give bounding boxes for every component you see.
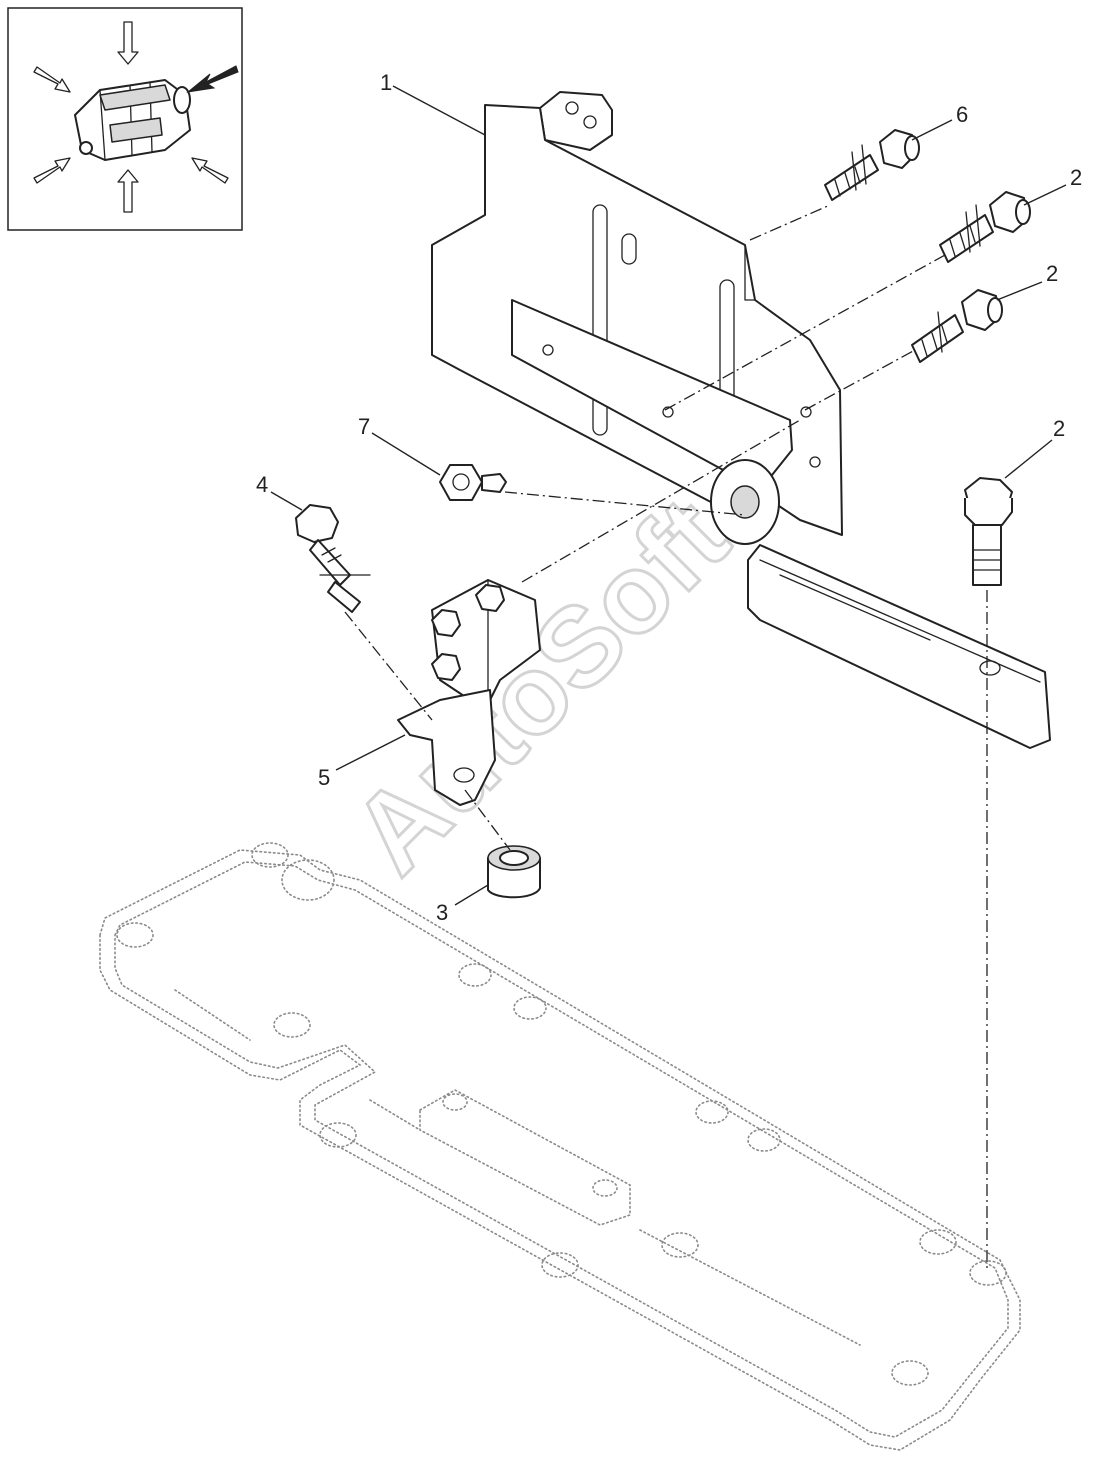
alignment-lines bbox=[344, 204, 988, 1270]
inset-detail bbox=[7, 7, 243, 231]
callout-part-3: 3 bbox=[436, 900, 448, 925]
callout-part-2-b: 2 bbox=[1046, 261, 1058, 286]
bolt-part-4 bbox=[295, 504, 371, 613]
sleeve-part-3 bbox=[487, 845, 541, 899]
callout-part-2-c: 2 bbox=[1053, 416, 1065, 441]
callout-part-1: 1 bbox=[380, 70, 392, 95]
bolt-part-2-vertical bbox=[964, 477, 1013, 586]
callout-part-5: 5 bbox=[318, 765, 330, 790]
phantom-valve-cover bbox=[99, 842, 1021, 1451]
leader-lines bbox=[270, 85, 1067, 906]
nut-part-7 bbox=[439, 464, 507, 501]
callout-part-7: 7 bbox=[358, 414, 370, 439]
bolt-part-2-middle bbox=[911, 289, 1003, 363]
bolt-part-2-upper bbox=[939, 191, 1031, 263]
bolt-part-6 bbox=[824, 129, 920, 201]
clamp-part-5 bbox=[397, 579, 541, 806]
bracket-part-1 bbox=[431, 91, 1051, 749]
callout-part-6: 6 bbox=[956, 102, 968, 127]
watermark-text: AutoSoft bbox=[329, 474, 752, 897]
callout-part-2-a: 2 bbox=[1070, 165, 1082, 190]
callout-part-4: 4 bbox=[256, 472, 268, 497]
torque-pattern-icon bbox=[33, 21, 239, 213]
